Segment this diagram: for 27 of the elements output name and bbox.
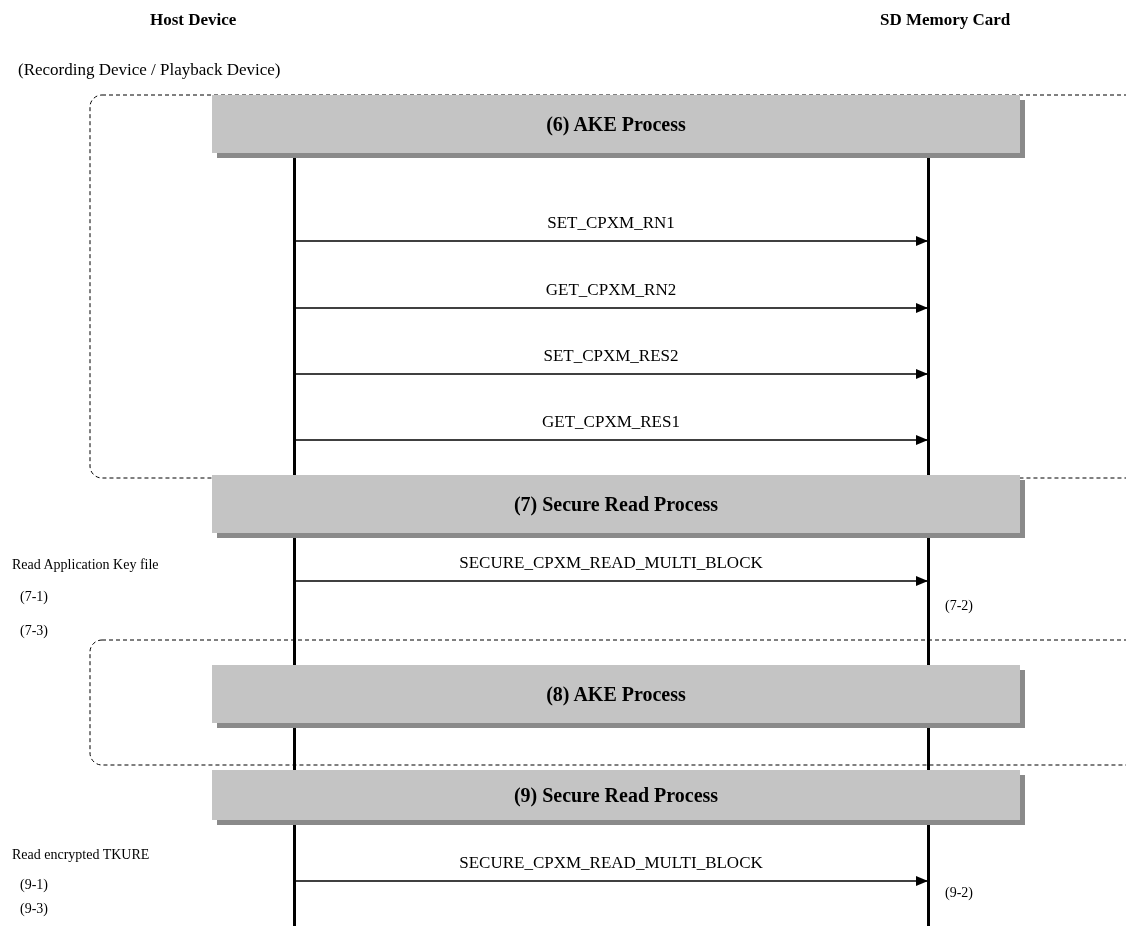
arrow: [293, 236, 929, 246]
lifeline-title: Host Device: [150, 10, 237, 30]
step-number: (9-2): [945, 885, 973, 901]
step-number: (9-1): [20, 877, 48, 893]
message-label: SET_CPXM_RES2: [543, 346, 679, 366]
band-title: (7) Secure Read Process: [513, 492, 719, 516]
step-number: (9-3): [20, 901, 48, 917]
arrow: [293, 576, 929, 586]
step-number: (7-2): [945, 598, 973, 614]
arrow: [293, 876, 929, 886]
band-title: (6) AKE Process: [546, 112, 686, 136]
note-text: Read Application Key file: [12, 557, 159, 573]
note-text: Read encrypted TKURE: [12, 847, 150, 863]
lifeline-subtitle: (Recording Device / Playback Device): [18, 60, 281, 80]
arrow: [293, 369, 929, 379]
message-label: SET_CPXM_RN1: [547, 213, 675, 233]
message-label: SECURE_CPXM_READ_MULTI_BLOCK: [459, 853, 763, 873]
message-label: GET_CPXM_RN2: [545, 280, 677, 300]
band-title: (8) AKE Process: [546, 682, 686, 706]
step-number: (7-1): [20, 589, 48, 605]
step-number: (7-3): [20, 623, 48, 639]
lifeline-title: SD Memory Card: [880, 10, 1011, 30]
arrow: [293, 303, 929, 313]
arrow: [293, 435, 929, 445]
message-label: SECURE_CPXM_READ_MULTI_BLOCK: [459, 553, 763, 573]
band-title: (9) Secure Read Process: [513, 783, 719, 807]
message-label: GET_CPXM_RES1: [542, 412, 680, 432]
